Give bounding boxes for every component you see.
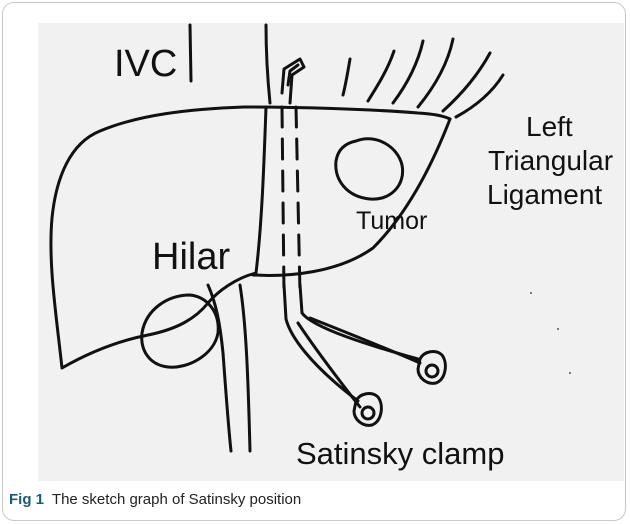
- clamp-ring-lower: [354, 394, 381, 426]
- triangular-label: Triangular: [488, 147, 613, 175]
- clamp-dashed-shaft-right: [296, 107, 300, 293]
- dot-3: [569, 372, 571, 374]
- ligament-label: Ligament: [487, 181, 602, 209]
- ivc-line: [190, 25, 191, 81]
- dot-2: [557, 328, 559, 330]
- lobe-division-line: [256, 107, 266, 273]
- caption-text: The sketch graph of Satinsky position: [52, 491, 301, 508]
- ligament-hatch-5: [443, 53, 490, 111]
- figure-caption: Fig 1 The sketch graph of Satinsky posit…: [9, 491, 301, 508]
- vessel-line-left: [208, 285, 231, 451]
- ligament-hatch-6: [456, 75, 503, 117]
- clamp-arm-upper: [310, 318, 420, 363]
- ivc-label: IVC: [114, 45, 177, 83]
- clamp-jaw-top: [282, 59, 304, 103]
- tumor-label: Tumor: [356, 209, 427, 234]
- ligament-hatch-1: [343, 59, 350, 95]
- figure-frame: IVC Left Triangular Ligament Tumor Hilar…: [2, 2, 626, 521]
- left-label: Left: [526, 113, 573, 141]
- vessel-line-right: [240, 285, 250, 451]
- clamp-ring-lower-hole: [362, 407, 374, 419]
- clamp-ring-upper-hole: [426, 365, 438, 377]
- ligament-hatch-3: [393, 41, 423, 103]
- ligament-hatch-2: [368, 51, 394, 101]
- liver-top-edge: [244, 107, 450, 119]
- tumor-circle: [336, 139, 403, 199]
- ligament-hatch-4: [418, 39, 453, 107]
- hilar-label: Hilar: [152, 238, 230, 276]
- figure-number: Fig 1: [9, 491, 44, 508]
- center-top-line: [266, 25, 270, 103]
- clamp-shaft-left: [284, 285, 358, 401]
- sketch-image: IVC Left Triangular Ligament Tumor Hilar…: [38, 23, 624, 481]
- satinsky-clamp-label: Satinsky clamp: [296, 438, 504, 469]
- clamp-dashed-shaft-left: [282, 107, 284, 293]
- clamp-ring-upper: [418, 352, 445, 384]
- liver-sketch-drawing: [38, 23, 624, 481]
- dot-1: [530, 292, 532, 294]
